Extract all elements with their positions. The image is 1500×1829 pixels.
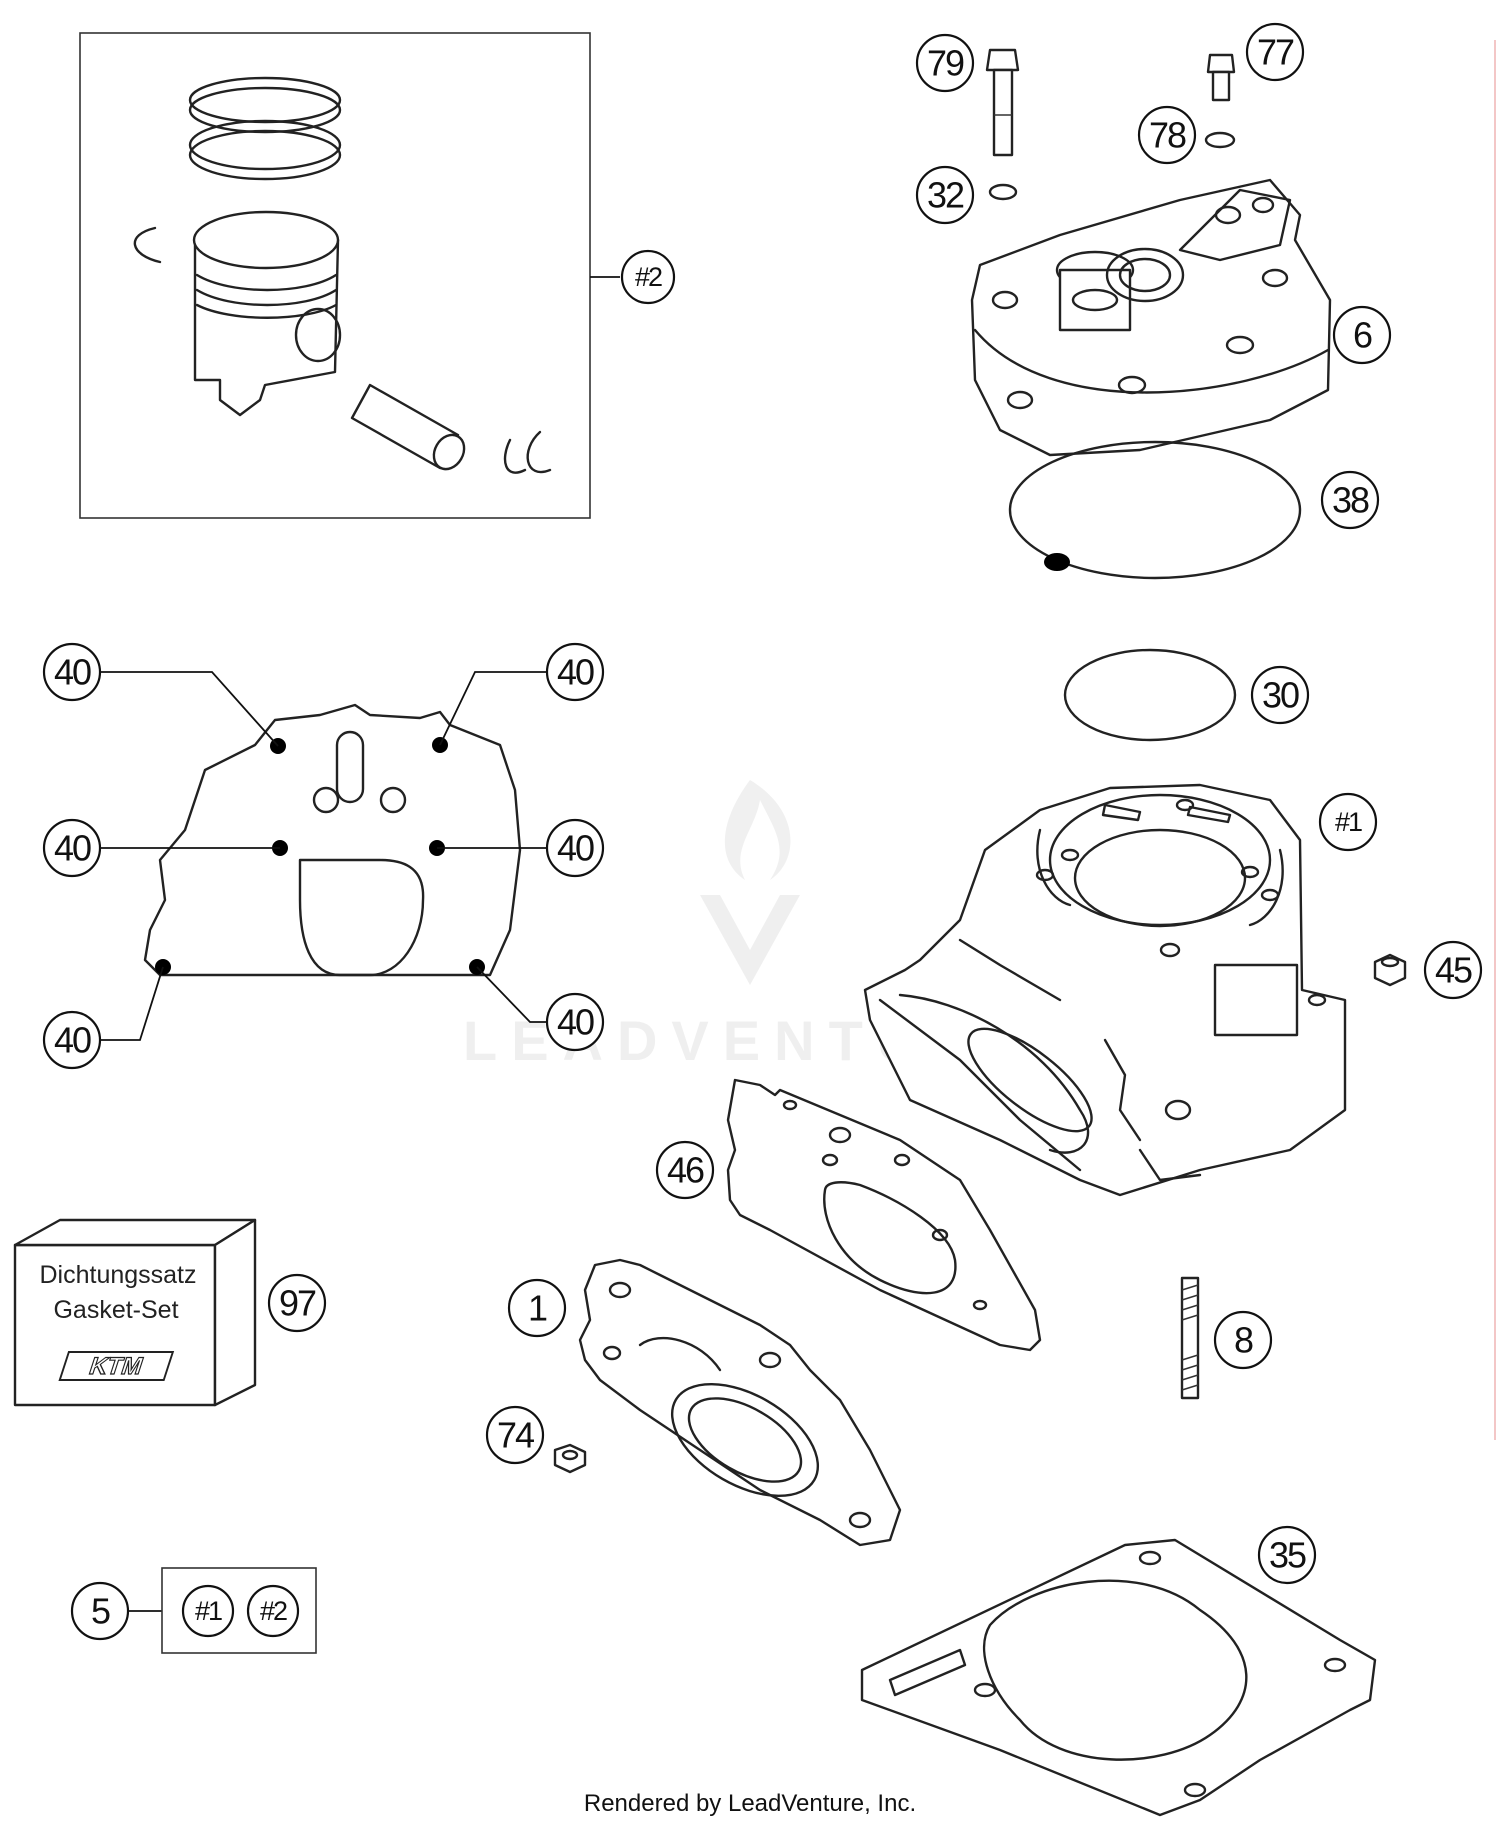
piston-ring-upper-inner	[188, 86, 342, 134]
footer-credit: Rendered by LeadVenture, Inc.	[583, 1790, 917, 1817]
piston-kit: #2	[79, 32, 676, 519]
callout-1: 1	[507, 1278, 567, 1338]
washer-78	[1204, 131, 1236, 149]
gasket-set-box: Dichtungssatz Gasket-Set KTM	[13, 1218, 257, 1407]
exhaust-flange-gasket	[143, 703, 522, 977]
callout-45: 45	[1423, 940, 1483, 1000]
callout-h1: #1	[1318, 792, 1378, 852]
piston-ring-lower	[188, 119, 342, 171]
small-screw	[1206, 53, 1236, 102]
callout-8: 8	[1213, 1310, 1273, 1370]
callout-78: 78	[1137, 105, 1197, 165]
svg-text:#1: #1	[195, 1596, 222, 1626]
cylinder-head-bolt	[985, 48, 1020, 157]
callout-46: 46	[655, 1140, 715, 1200]
svg-text:74: 74	[497, 1415, 534, 1456]
callout-label-h2: #2	[635, 262, 662, 292]
svg-text:8: 8	[1234, 1320, 1253, 1361]
callout-97: 97	[267, 1273, 327, 1333]
callout-30: 30	[1250, 665, 1310, 725]
svg-text:#2: #2	[260, 1596, 287, 1626]
callout-40-b: 40	[545, 642, 605, 702]
svg-text:40: 40	[54, 652, 91, 693]
svg-text:97: 97	[279, 1283, 316, 1324]
svg-text:32: 32	[927, 175, 964, 216]
leader-40-b	[439, 671, 547, 746]
svg-text:5: 5	[91, 1591, 110, 1632]
svg-text:46: 46	[667, 1150, 704, 1191]
ktm-logo: KTM	[58, 1351, 175, 1381]
leader-40-e	[97, 966, 164, 1041]
stud-bolt	[1180, 1276, 1200, 1400]
page-edge-line	[1494, 40, 1496, 1440]
circlip-right-b	[503, 438, 527, 474]
piston-kit-frame	[79, 32, 591, 519]
gasket-box-line2: Gasket-Set	[53, 1296, 178, 1324]
cylinder-head	[970, 178, 1332, 457]
intake-gasket	[726, 1078, 1042, 1352]
callout-6: 6	[1332, 305, 1392, 365]
v-logo-icon	[700, 895, 800, 985]
callout-40-a: 40	[42, 642, 102, 702]
head-o-ring	[1008, 440, 1302, 580]
callout-40-e: 40	[42, 1010, 102, 1070]
svg-text:40: 40	[54, 1020, 91, 1061]
cylinder	[863, 783, 1347, 1197]
piston-ring-upper	[188, 76, 342, 124]
callout-79: 79	[915, 33, 975, 93]
set-callout-h2: #2	[246, 1584, 300, 1638]
washer-32	[988, 183, 1018, 201]
svg-text:78: 78	[1149, 115, 1186, 156]
callout-32: 32	[915, 165, 975, 225]
callout-40-c: 40	[42, 818, 102, 878]
svg-text:77: 77	[1257, 32, 1294, 73]
svg-text:40: 40	[557, 1002, 594, 1043]
piston-pin	[350, 383, 466, 471]
svg-text:45: 45	[1435, 950, 1472, 991]
flange-nut	[1373, 953, 1407, 987]
callout-5: 5	[70, 1581, 130, 1641]
callout-74: 74	[485, 1405, 545, 1465]
intake-flange	[578, 1258, 902, 1547]
gasket-box-line1: Dichtungssatz	[39, 1261, 196, 1289]
leader-40-a	[97, 671, 279, 747]
svg-text:35: 35	[1269, 1535, 1306, 1576]
svg-text:40: 40	[557, 828, 594, 869]
leader-40-f	[476, 966, 547, 1023]
callout-40-d: 40	[545, 818, 605, 878]
cylinder-o-ring	[1063, 648, 1237, 742]
callout-35: 35	[1257, 1525, 1317, 1585]
circlip-right	[526, 430, 552, 474]
callout-38: 38	[1320, 470, 1380, 530]
cylinder-base-gasket	[860, 1538, 1377, 1817]
svg-text:30: 30	[1262, 675, 1299, 716]
svg-text:#1: #1	[1335, 807, 1362, 837]
svg-text:6: 6	[1353, 315, 1372, 356]
flame-logo-icon	[724, 780, 791, 880]
svg-text:1: 1	[528, 1288, 547, 1329]
callout-77: 77	[1245, 22, 1305, 82]
svg-text:38: 38	[1332, 480, 1369, 521]
callout-40-f: 40	[545, 992, 605, 1052]
piston-ring-lower-inner	[188, 129, 342, 181]
piston	[192, 210, 342, 417]
o-ring-mark	[1044, 553, 1070, 571]
callout-circle-h2	[620, 249, 676, 305]
svg-text:79: 79	[927, 43, 964, 84]
small-nut	[553, 1443, 587, 1474]
set-callout-h1: #1	[181, 1584, 235, 1638]
set-5-frame	[161, 1567, 317, 1654]
svg-text:KTM: KTM	[86, 1354, 147, 1380]
svg-text:40: 40	[557, 652, 594, 693]
svg-text:40: 40	[54, 828, 91, 869]
circlip-left	[133, 226, 162, 264]
